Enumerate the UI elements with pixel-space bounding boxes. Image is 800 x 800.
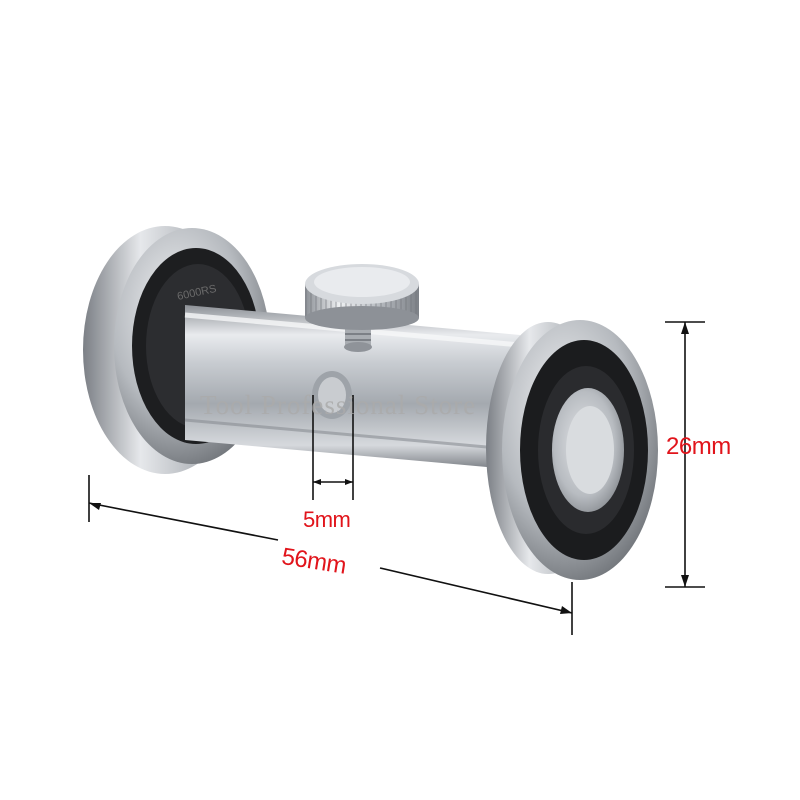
dimension-lines (88, 321, 705, 635)
thumb-screw (305, 264, 419, 352)
wheel-diameter-label: 26mm (666, 433, 731, 460)
length-dimension-line-left (88, 502, 279, 541)
right-wheel-hub (566, 406, 614, 494)
right-bearing-wheel (486, 320, 658, 580)
steel-rod (184, 305, 521, 470)
store-watermark: Tool Professional Store (200, 390, 477, 420)
length-dimension-line-right (379, 567, 573, 614)
slot-width-label: 5mm (303, 507, 351, 532)
